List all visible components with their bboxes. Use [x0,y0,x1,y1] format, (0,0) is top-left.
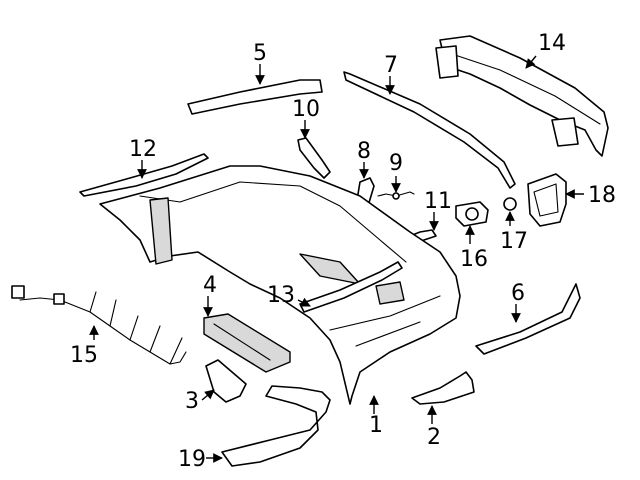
part-3-bracket [205,359,247,403]
callout-17: 17 [500,229,528,254]
callout-7: 7 [384,53,398,78]
part-19-splash-shield [221,385,331,467]
part-4-absorber [203,313,291,373]
part-1-bumper-cover [99,165,461,405]
part-6-strip [475,283,581,355]
part-9-clip [377,191,415,200]
callout-8: 8 [357,139,371,164]
leader-arrows [89,55,584,463]
callout-10: 10 [292,97,320,122]
callout-2: 2 [427,425,441,450]
part-16-sensor [455,201,489,227]
callout-5: 5 [253,41,267,66]
callout-3: 3 [185,389,199,414]
callout-15: 15 [70,343,98,368]
part-14-reinforcement-bar [435,35,609,157]
callout-13: 13 [267,283,295,308]
callout-18: 18 [588,183,616,208]
callout-1: 1 [369,413,383,438]
callout-9: 9 [389,151,403,176]
callout-labels: 5 10 12 7 14 8 9 11 16 17 18 6 13 4 15 1… [70,31,616,472]
part-17-grommet [503,197,517,211]
part-2-bracket [411,371,475,405]
part-10-bracket [297,137,331,179]
callout-14: 14 [538,31,566,56]
part-13-strip [299,261,403,313]
part-15-wiring-harness [11,285,187,365]
callout-6: 6 [511,281,525,306]
callout-16: 16 [460,247,488,272]
part-7-molding-strip [343,71,516,189]
callout-4: 4 [203,273,217,298]
callout-11: 11 [424,189,452,214]
callout-19: 19 [178,447,206,472]
part-18-housing [527,173,567,227]
callout-12: 12 [129,137,157,162]
part-5-trim-strip [187,79,323,115]
